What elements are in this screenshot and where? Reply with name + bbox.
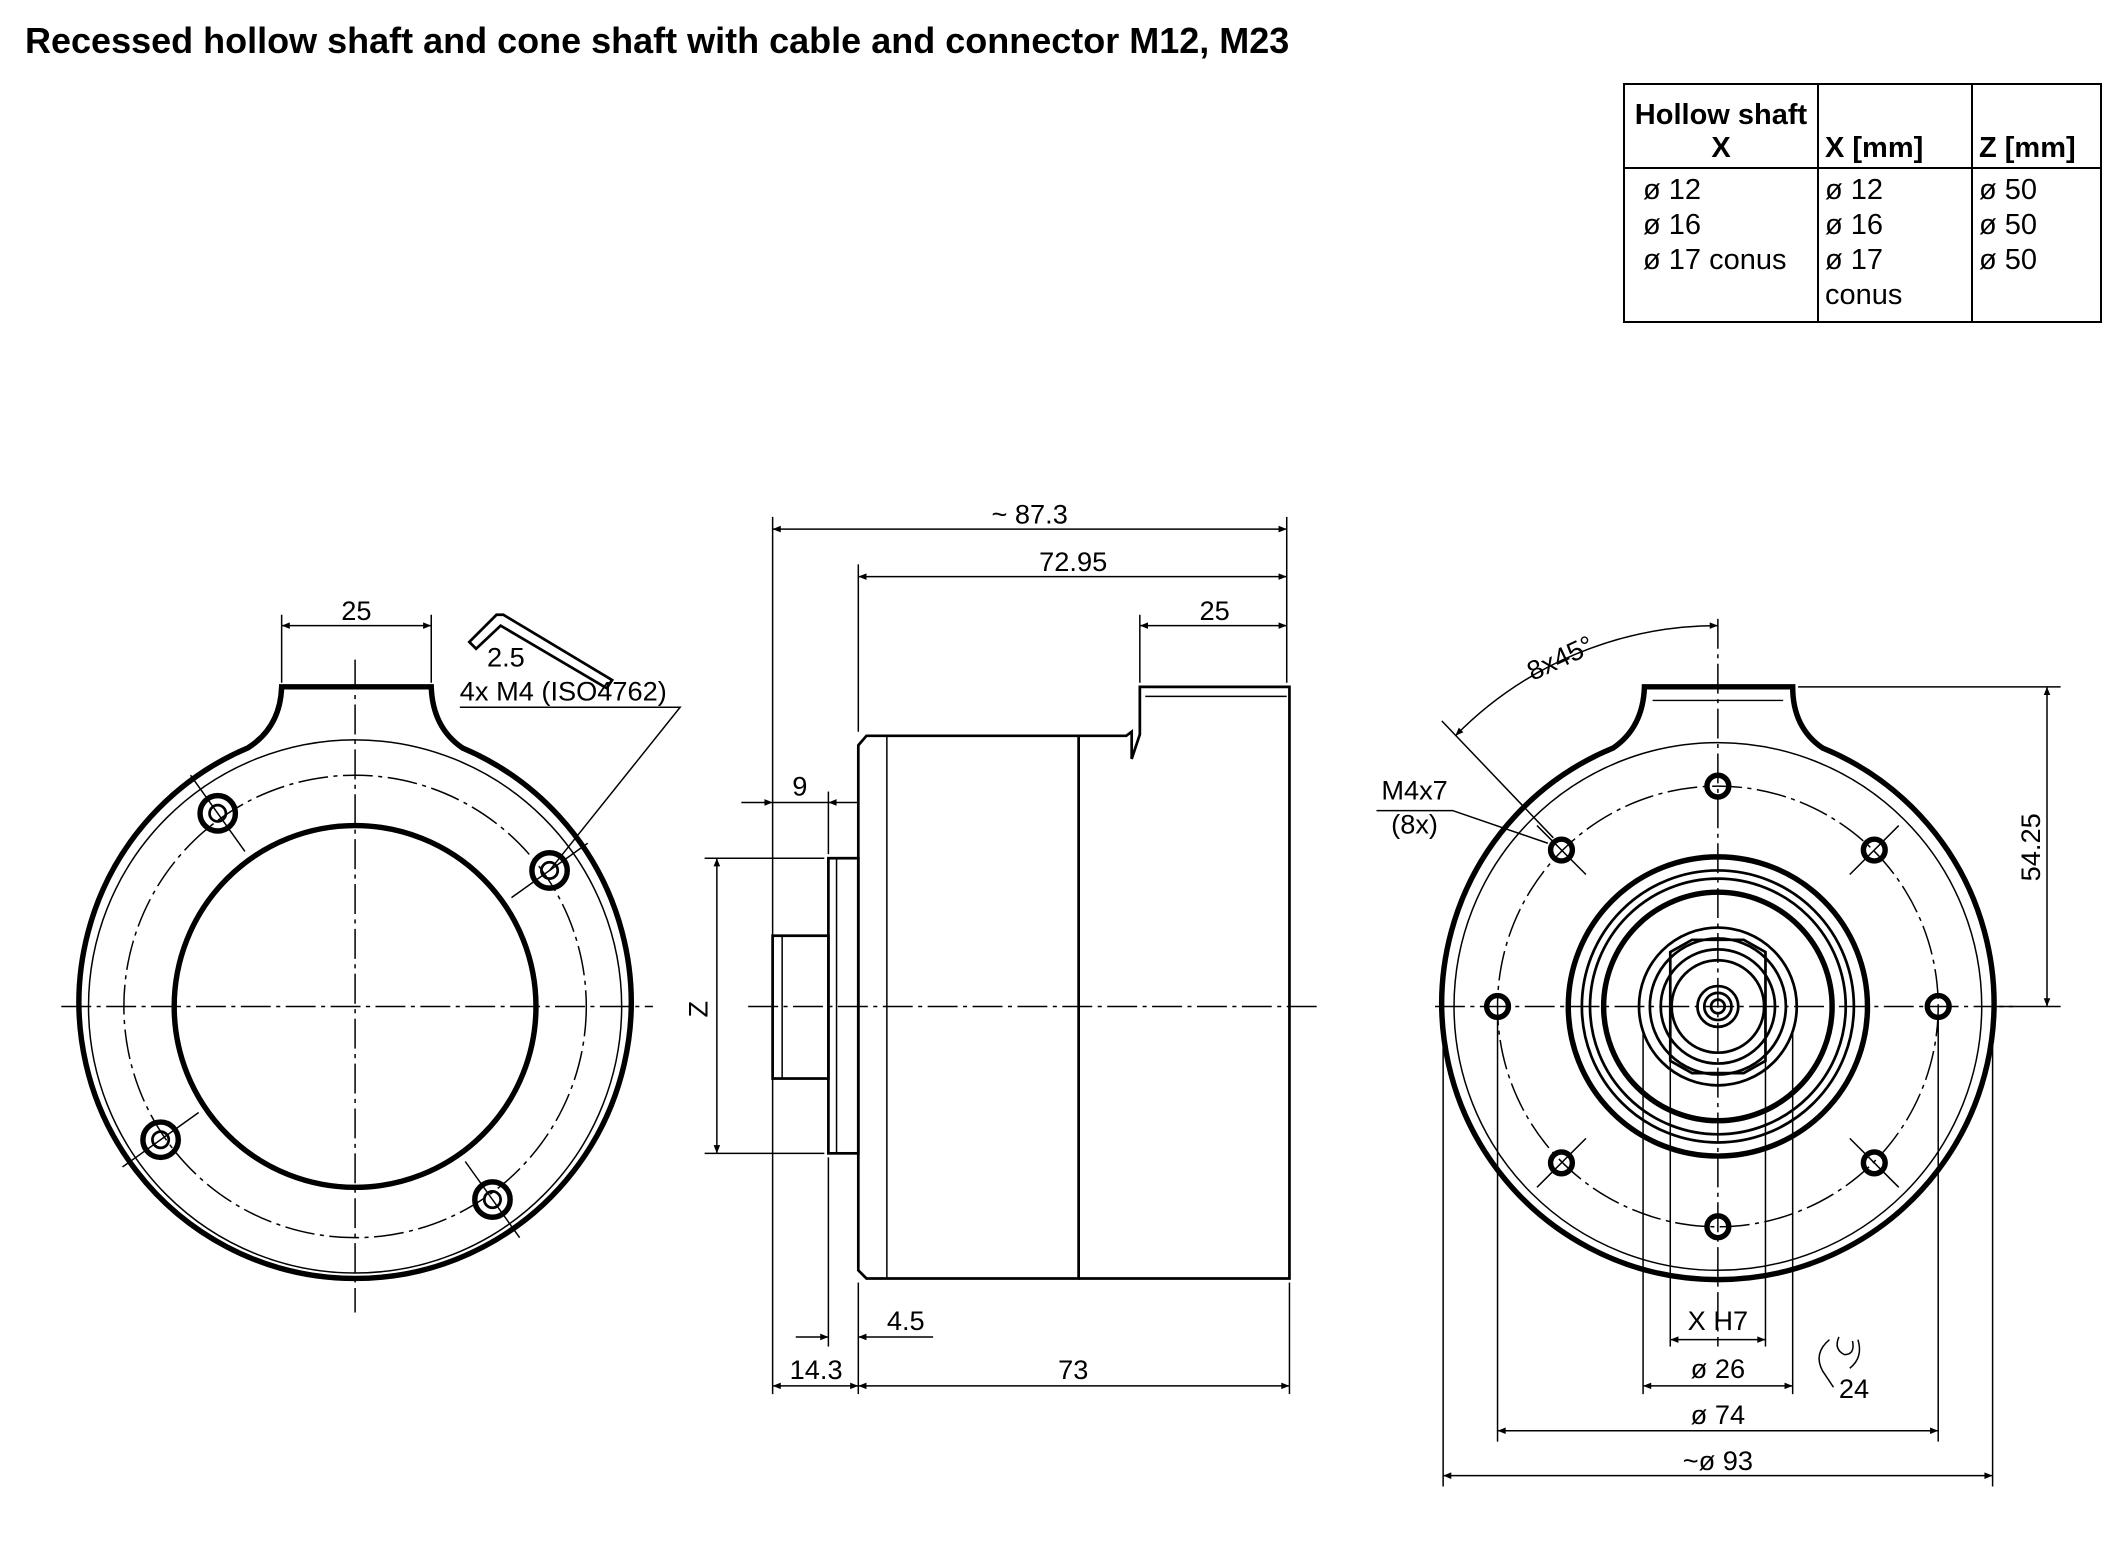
cell: ø 17 conus	[1643, 244, 1787, 276]
dim-body: 72.95	[1039, 546, 1107, 577]
col-z-mm: ø 50 ø 50 ø 50	[1971, 168, 2102, 323]
cell: ø 50	[1979, 209, 2038, 241]
angle-label: 8x45°	[1522, 629, 1598, 687]
table-row: ø 12 ø 16 ø 17 conus ø 12 ø 16 ø 17 conu…	[1623, 168, 2102, 323]
cell: ø 16	[1825, 209, 1884, 241]
hex-key-icon	[467, 613, 615, 691]
dim-overall: ~ 87.3	[991, 499, 1067, 530]
header-z-mm: Z [mm]	[1971, 83, 2102, 169]
dim-height: 54.25	[2015, 813, 2046, 881]
dim-z: Z	[682, 1001, 713, 1018]
wrench-icon	[1818, 1336, 1861, 1388]
col-hollow-shaft: ø 12 ø 16 ø 17 conus	[1623, 168, 1819, 323]
wrench-size: 24	[1839, 1373, 1869, 1404]
dim-74: ø 74	[1691, 1399, 1745, 1430]
dim-26: ø 26	[1691, 1353, 1745, 1384]
cell: ø 16	[1643, 209, 1702, 241]
header-line1: Hollow shaft	[1634, 99, 1808, 131]
dim-93: ~ø 93	[1683, 1445, 1753, 1476]
col-x-mm: ø 12 ø 16 ø 17 conus	[1817, 168, 1973, 323]
thread-count: (8x)	[1391, 809, 1438, 840]
cell: ø 12	[1825, 174, 1884, 206]
header-x-mm: X [mm]	[1817, 83, 1973, 169]
key-size-label: 2.5	[487, 641, 525, 672]
screw-icons	[122, 774, 589, 1239]
dim-length: 73	[1058, 1354, 1088, 1385]
header-line2: X	[1711, 132, 1731, 164]
front-view-left: 25 2.5 4x M4 (ISO4762)	[61, 595, 682, 1313]
dim-flange: 4.5	[887, 1305, 925, 1336]
cell: ø 17 conus	[1825, 244, 1903, 311]
dim-bore: X H7	[1688, 1305, 1748, 1336]
dim-connector: 25	[1200, 595, 1230, 626]
side-view: ~ 87.3 72.95 25 9 Z 4.5 14.3 73	[682, 499, 1320, 1395]
thread-label: M4x7	[1381, 775, 1447, 806]
cell: ø 12	[1643, 174, 1702, 206]
drawing-title: Recessed hollow shaft and cone shaft wit…	[25, 20, 1290, 61]
dim-front: 14.3	[790, 1354, 843, 1385]
cell: ø 50	[1979, 244, 2038, 276]
cell: ø 50	[1979, 174, 2038, 206]
dim-shaft: 9	[792, 771, 807, 802]
screw-label: 4x M4 (ISO4762)	[460, 675, 667, 706]
rear-view-right: 8x45° M4x7 (8x) 54.25 X H7 ø 26 ø 74 ~ø …	[1376, 618, 2061, 1487]
threaded-holes	[1483, 772, 1952, 1241]
dim-left-25: 25	[341, 595, 371, 626]
